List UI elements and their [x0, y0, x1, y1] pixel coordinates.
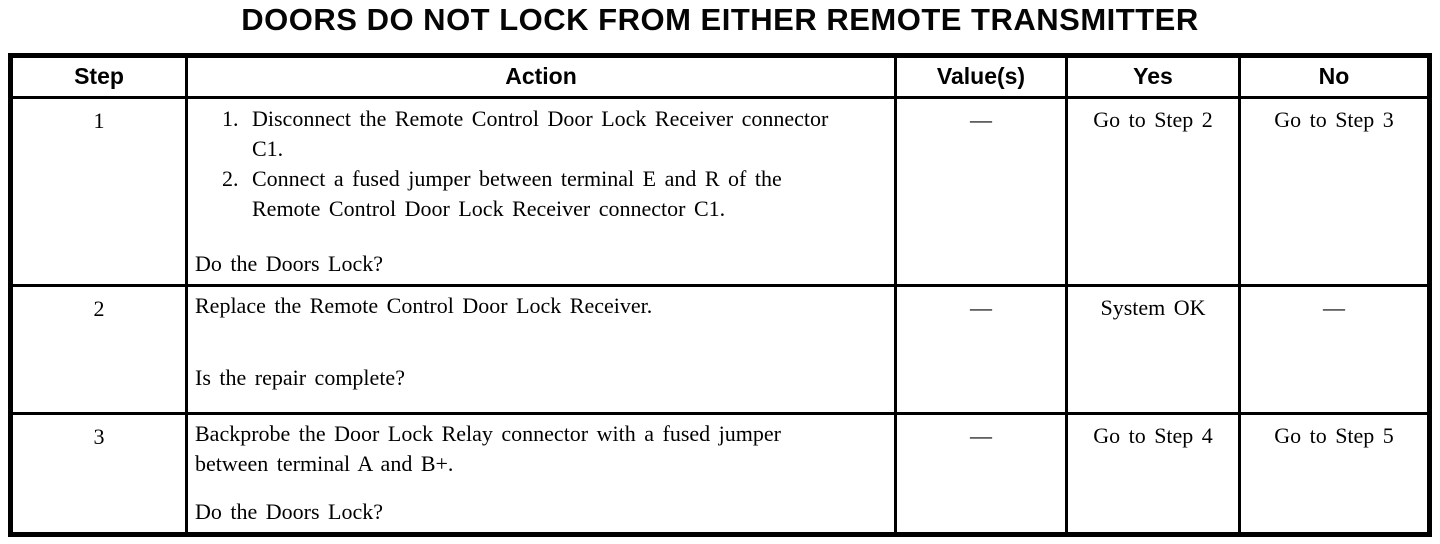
action-question: Do the Doors Lock?: [195, 499, 384, 524]
action-text: Backprobe the Door Lock Relay connector …: [195, 421, 781, 476]
action-cell: 1. Disconnect the Remote Control Door Lo…: [188, 99, 894, 284]
action-question: Is the repair complete?: [195, 365, 405, 390]
list-item-text: Connect a fused jumper between terminal …: [252, 166, 782, 221]
list-item-number: 2.: [222, 166, 239, 191]
column-header-no: No: [1241, 58, 1427, 96]
diagnostic-table: Step Action Value(s) Yes No 1 1. Disconn…: [8, 53, 1432, 537]
page-title: DOORS DO NOT LOCK FROM EITHER REMOTE TRA…: [241, 2, 1199, 37]
column-header-step: Step: [13, 58, 185, 96]
no-cell: —: [1241, 287, 1427, 412]
step-number: 2: [13, 287, 185, 412]
action-list-item: 1. Disconnect the Remote Control Door Lo…: [222, 104, 890, 164]
action-cell: Backprobe the Door Lock Relay connector …: [188, 415, 894, 532]
values-cell: —: [897, 415, 1065, 532]
action-cell: Replace the Remote Control Door Lock Rec…: [188, 287, 894, 412]
action-list-item: 2. Connect a fused jumper between termin…: [222, 164, 890, 224]
values-cell: —: [897, 99, 1065, 284]
list-item-text: Disconnect the Remote Control Door Lock …: [252, 106, 829, 161]
step-number: 1: [13, 99, 185, 284]
list-item-number: 1.: [222, 106, 239, 131]
no-cell: Go to Step 3: [1241, 99, 1427, 284]
column-header-values: Value(s): [897, 58, 1065, 96]
yes-cell: System OK: [1068, 287, 1238, 412]
yes-cell: Go to Step 4: [1068, 415, 1238, 532]
column-header-yes: Yes: [1068, 58, 1238, 96]
yes-cell: Go to Step 2: [1068, 99, 1238, 284]
action-list: 1. Disconnect the Remote Control Door Lo…: [188, 99, 894, 224]
action-text: Replace the Remote Control Door Lock Rec…: [195, 293, 653, 318]
step-number: 3: [13, 415, 185, 532]
values-cell: —: [897, 287, 1065, 412]
column-header-action: Action: [188, 58, 894, 96]
no-cell: Go to Step 5: [1241, 415, 1427, 532]
action-question: Do the Doors Lock?: [195, 251, 384, 276]
